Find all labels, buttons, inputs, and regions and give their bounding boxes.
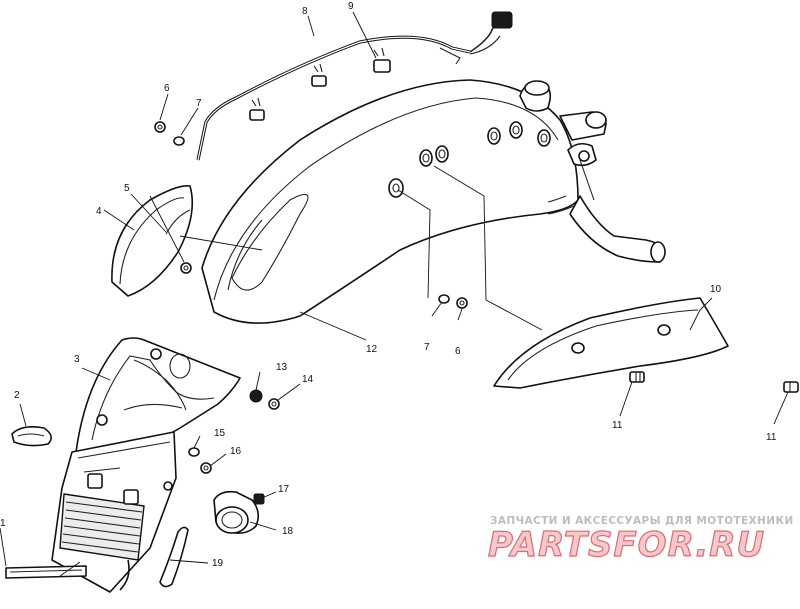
callout-6-top: 6 <box>164 83 170 94</box>
side-reflector <box>11 426 52 447</box>
washer-14 <box>268 398 280 410</box>
watermark: ЗАПЧАСТИ И АКСЕССУАРЫ ДЛЯ МОТОТЕХНИКИ PA… <box>487 515 794 566</box>
inner-fender-panel <box>75 337 241 453</box>
callout-4: 4 <box>96 206 102 217</box>
callout-2: 2 <box>14 390 20 401</box>
leader-lines <box>0 11 789 577</box>
rear-fender <box>201 79 579 324</box>
nut-16 <box>200 462 212 474</box>
screw-11-right <box>783 381 799 393</box>
callout-18: 18 <box>282 526 294 537</box>
callout-5: 5 <box>124 183 130 194</box>
nut-6-right <box>456 297 468 309</box>
callout-11-right: 11 <box>766 432 777 443</box>
watermark-caption: ЗАПЧАСТИ И АКСЕССУАРЫ ДЛЯ МОТОТЕХНИКИ <box>490 515 794 527</box>
washer-7-top <box>173 136 185 146</box>
main-connector-icon <box>491 11 513 29</box>
washer-15 <box>188 447 200 457</box>
harness-clip-1 <box>249 97 265 121</box>
callout-9: 9 <box>348 1 354 12</box>
nut-13 <box>249 389 263 403</box>
wiring-harness <box>196 11 513 161</box>
callout-6-right: 6 <box>455 346 461 357</box>
rear-cover <box>493 297 729 389</box>
callout-7-top: 7 <box>196 98 202 109</box>
license-plate-bracket <box>51 431 177 593</box>
screw-17 <box>253 493 265 505</box>
wire-connector-9 <box>373 47 391 73</box>
callout-7-right: 7 <box>424 342 430 353</box>
callout-13: 13 <box>276 362 288 373</box>
callout-15: 15 <box>214 428 226 439</box>
callout-3: 3 <box>74 354 80 365</box>
screw-11-left <box>629 371 645 383</box>
nut-5 <box>180 262 192 274</box>
nut-6-top <box>154 121 166 133</box>
watermark-logo: PARTSFOR.RU <box>488 525 765 565</box>
tail-light <box>213 490 260 534</box>
callout-16: 16 <box>230 446 242 457</box>
callout-10: 10 <box>710 284 722 295</box>
washer-7-right <box>438 294 450 304</box>
callout-19: 19 <box>212 558 224 569</box>
reflector-strip <box>159 526 189 588</box>
harness-clip-2 <box>311 63 327 87</box>
callout-12: 12 <box>366 344 378 355</box>
side-cover <box>111 184 194 297</box>
callout-11-left: 11 <box>612 420 623 431</box>
callout-1: 1 <box>0 518 6 529</box>
rear-frame <box>519 80 666 263</box>
callout-8: 8 <box>302 6 308 17</box>
callout-14: 14 <box>302 374 314 385</box>
license-light <box>5 565 87 579</box>
fender-mount-holes <box>388 121 551 198</box>
callout-labels: 8 9 6 7 5 4 12 7 6 10 11 11 3 2 13 14 15… <box>0 1 777 569</box>
callout-17: 17 <box>278 484 290 495</box>
